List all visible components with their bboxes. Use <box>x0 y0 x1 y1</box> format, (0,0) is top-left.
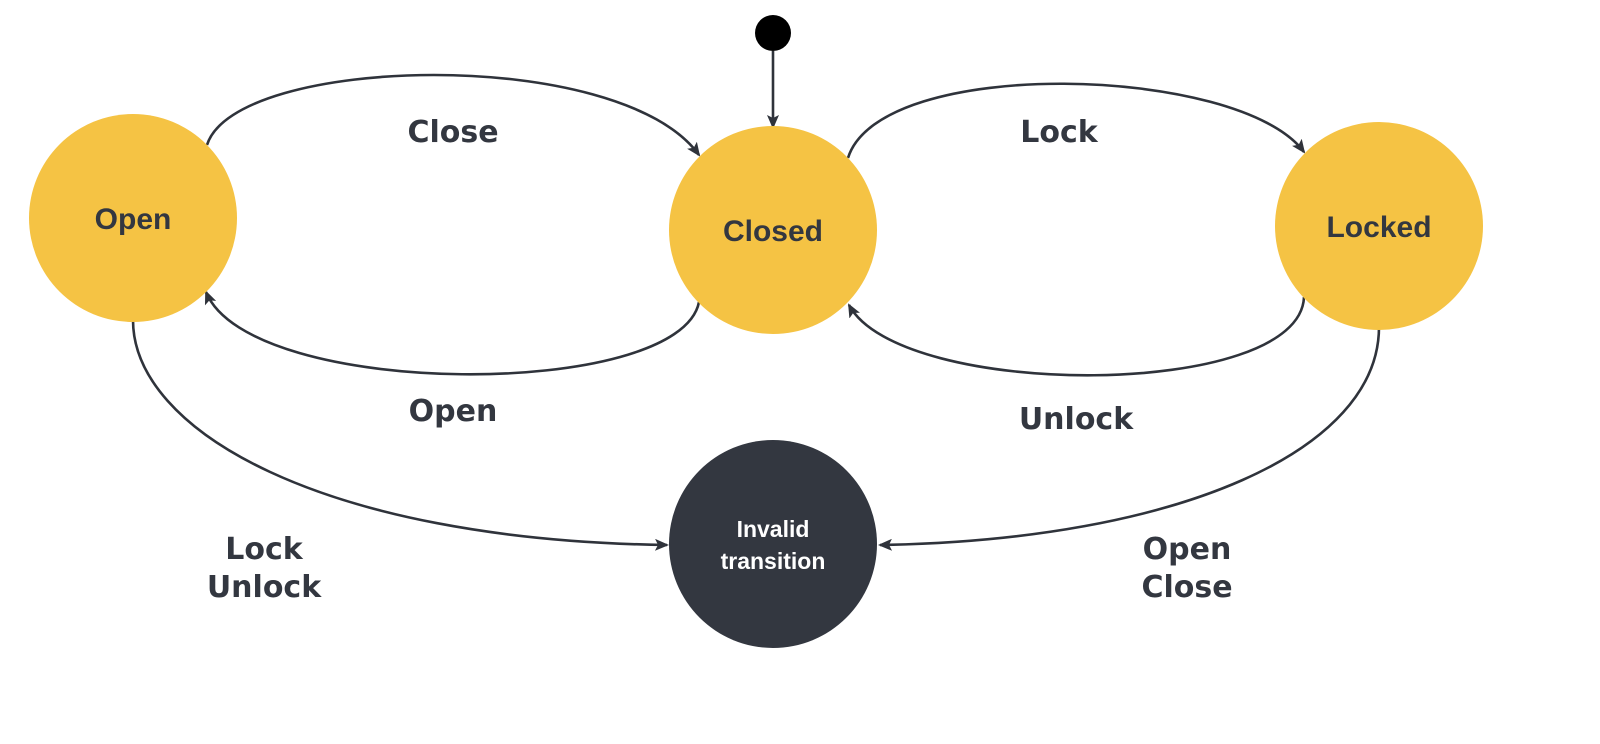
state-locked: Locked <box>1275 122 1483 330</box>
state-closed-label: Closed <box>723 215 823 248</box>
state-locked-label: Locked <box>1326 211 1431 244</box>
state-invalid-label-line2: transition <box>721 548 826 574</box>
state-open-label: Open <box>95 203 172 236</box>
state-locked-circle <box>1275 122 1483 330</box>
label-open-to-closed: Close <box>407 115 498 150</box>
state-invalid-label-line1: Invalid <box>737 516 810 542</box>
edge-open-to-closed <box>205 73 701 157</box>
label-locked-to-closed: Unlock <box>1019 402 1134 437</box>
edge-locked-to-closed <box>847 296 1306 377</box>
state-invalid-transition: Invalid transition <box>669 440 877 648</box>
edge-closed-to-locked <box>846 82 1306 159</box>
edge-open-to-invalid <box>131 319 669 551</box>
label-closed-to-open: Open <box>409 394 498 429</box>
state-open: Open <box>29 114 237 322</box>
edge-closed-to-open <box>204 290 701 376</box>
initial-state-dot <box>755 15 791 51</box>
state-closed: Closed <box>669 126 877 334</box>
edge-locked-to-invalid <box>878 326 1381 551</box>
label-open-to-invalid-line1: Lock <box>225 532 304 567</box>
state-invalid-circle <box>669 440 877 648</box>
label-closed-to-locked: Lock <box>1020 115 1099 150</box>
state-open-circle <box>29 114 237 322</box>
label-open-to-invalid-line2: Unlock <box>207 570 322 605</box>
state-closed-circle <box>669 126 877 334</box>
label-locked-to-invalid-line2: Close <box>1141 570 1232 605</box>
label-locked-to-invalid-line1: Open <box>1143 532 1232 567</box>
